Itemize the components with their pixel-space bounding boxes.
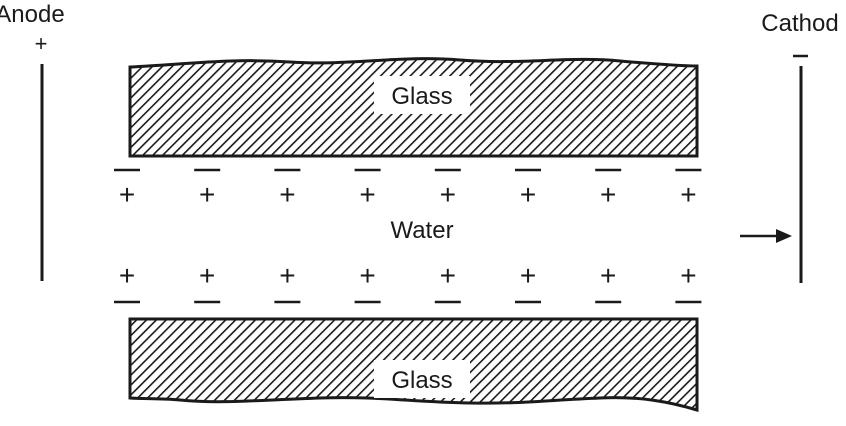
glass-bottom-label: Glass (391, 367, 452, 394)
positive-charge: + (680, 179, 696, 210)
glass-top-label-box (374, 76, 470, 114)
glass-top-label: Glass (391, 83, 452, 110)
positive-charge: + (440, 260, 456, 291)
positive-charge: + (600, 179, 616, 210)
anode-label: Anode (0, 1, 65, 28)
positive-charge: + (600, 260, 616, 291)
positive-charge: + (119, 179, 135, 210)
charges-top-positive: + + + + + + + + (119, 179, 697, 210)
anode-sign: + (35, 31, 48, 56)
positive-charge: + (359, 260, 375, 291)
flow-arrow (740, 229, 792, 243)
positive-charge: + (279, 260, 295, 291)
glass-bottom-label-box (374, 360, 470, 398)
cathode-label: Cathod (761, 10, 838, 37)
positive-charge: + (119, 260, 135, 291)
positive-charge: + (279, 179, 295, 210)
positive-charge: + (199, 260, 215, 291)
positive-charge: + (520, 260, 536, 291)
positive-charge: + (199, 179, 215, 210)
positive-charge: + (520, 179, 536, 210)
positive-charge: + (680, 260, 696, 291)
water-label: Water (390, 217, 453, 244)
charges-bottom-positive: + + + + + + + + (119, 260, 697, 291)
positive-charge: + (440, 179, 456, 210)
positive-charge: + (359, 179, 375, 210)
